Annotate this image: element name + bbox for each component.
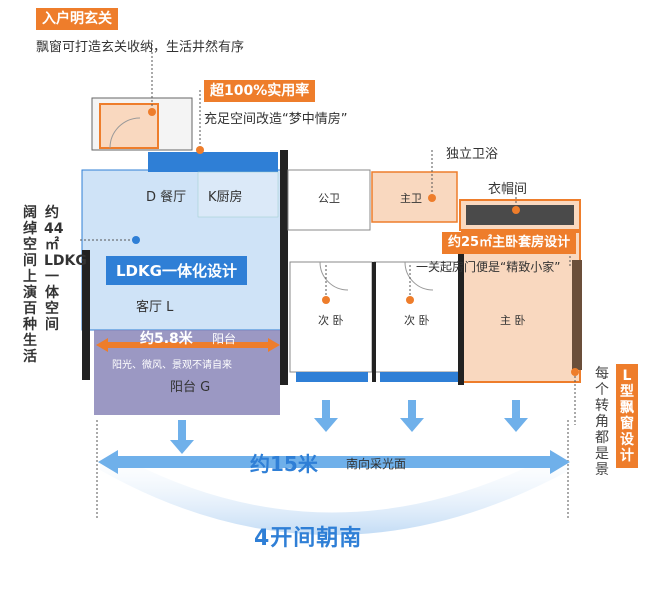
master-bath: [371, 171, 458, 223]
usage-desc: 充足空间改造“梦中情房”: [204, 112, 348, 127]
marker-ldkg: [132, 236, 140, 244]
wall-bottom-1: [372, 262, 376, 382]
wall-mid: [280, 150, 288, 385]
arrow-down-1: [170, 420, 194, 454]
entrance-desc: 飘窗可打造玄关收纳，生活井然有序: [36, 40, 245, 55]
balcony-arrow: [96, 338, 280, 352]
arrow-down-4: [504, 400, 528, 432]
ldkg-area-vertical: 约44㎡LDKG一体空间: [44, 205, 87, 333]
south-arc: [100, 445, 570, 535]
l-window-tag: L型飘窗设计: [616, 364, 638, 468]
master-bed-label: 主 卧: [500, 314, 526, 327]
frontage-label: 南向采光面: [346, 457, 407, 471]
kitchen-label: K厨房: [208, 190, 243, 205]
arrow-down-2: [314, 400, 338, 432]
marker-bath: [428, 194, 436, 202]
window-bottom-2: [380, 372, 458, 382]
frontage-arrow: [98, 450, 570, 474]
entrance-door: [109, 117, 141, 149]
cloakroom-closet: [466, 205, 574, 225]
master-bath-label: 主卫: [400, 192, 422, 205]
south-rooms-title: 4开间朝南: [254, 526, 363, 551]
kitchen-zone: [197, 171, 279, 218]
public-bath-label: 公卫: [318, 192, 340, 205]
bedroom2a-label: 次 卧: [318, 314, 344, 327]
master-suite-tag: 约25㎡主卧套房设计: [442, 232, 577, 254]
living-label: 客厅 L: [136, 300, 174, 315]
arrow-down-3: [400, 400, 424, 432]
door-swing-2: [404, 261, 434, 291]
door-swing-1: [319, 261, 349, 291]
balcony-label: 阳台 G: [170, 380, 211, 395]
balcony-measure-label: 阳台: [212, 332, 237, 346]
bedroom2b-area: [373, 261, 461, 373]
marker-entrance: [148, 108, 156, 116]
ldkg-banner: LDKG一体化设计: [106, 256, 247, 285]
cloakroom-label: 衣帽间: [488, 182, 528, 197]
wall-left: [82, 250, 90, 380]
marker-door: [406, 296, 414, 304]
ensuite-bath-label: 独立卫浴: [446, 147, 499, 162]
public-bath: [287, 169, 371, 231]
bedroom2b-label: 次 卧: [404, 314, 430, 327]
usage-title: 超100%实用率: [204, 80, 316, 102]
balcony-measure-value: 约5.8米: [140, 331, 193, 347]
master-bed-area: [461, 231, 581, 383]
bedroom2a-area: [289, 261, 373, 373]
marker-cloak: [512, 206, 520, 214]
marker-bed2: [322, 296, 330, 304]
master-window: [572, 260, 582, 370]
close-door-note: 一关起房门便是“精致小家”: [416, 260, 561, 274]
marker-corner: [571, 368, 579, 376]
balcony-measure-desc: 阳光、微风、景观不请自来: [112, 360, 232, 371]
every-corner-note: 每个转角都是景: [595, 366, 609, 478]
marker-usage: [196, 146, 204, 154]
frontage-value: 约15米: [250, 452, 318, 476]
entrance-title: 入户明玄关: [36, 8, 118, 30]
wall-bottom-2: [458, 240, 464, 385]
dining-label: D 餐厅: [146, 190, 187, 205]
ldkg-area-vertical-2: 阔绰空间上演百种生活: [23, 205, 37, 365]
dining-band: [148, 152, 278, 172]
window-bottom-1: [296, 372, 368, 382]
